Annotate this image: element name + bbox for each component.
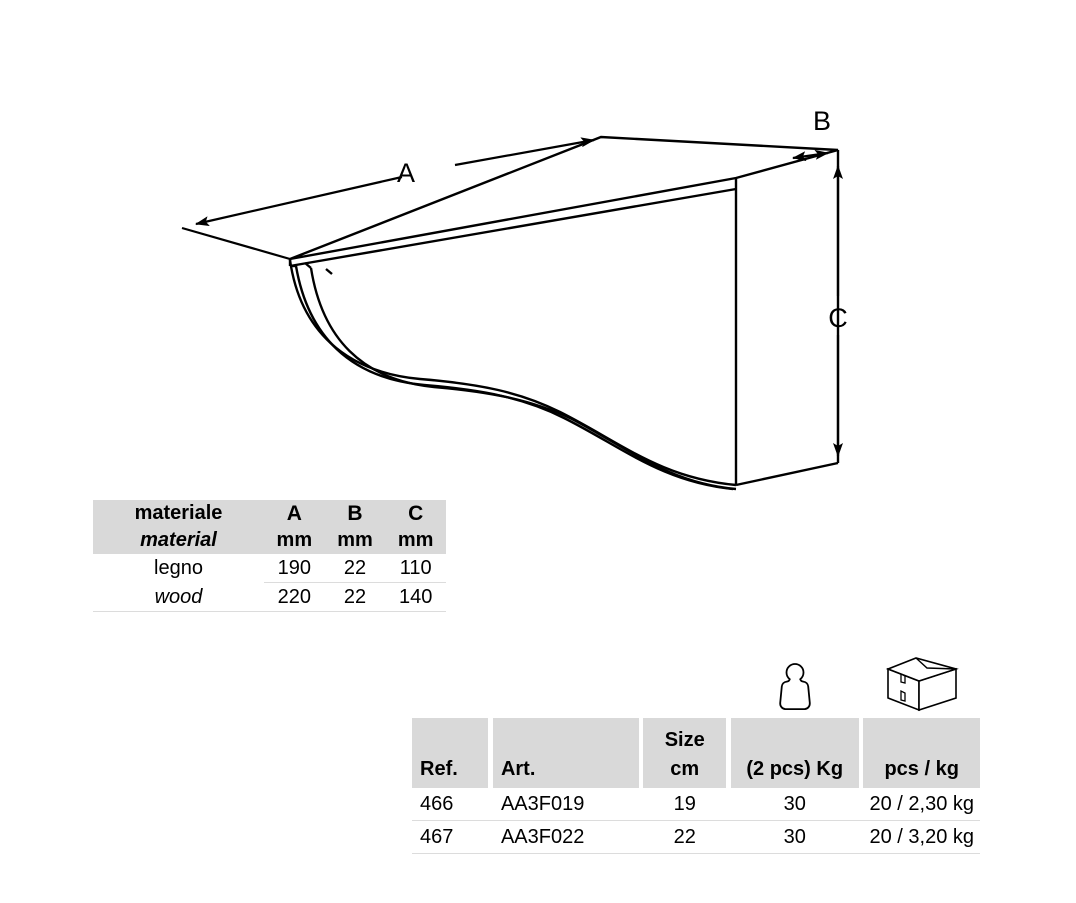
column-gap	[638, 820, 644, 854]
column-header-ref: Ref.	[412, 718, 489, 788]
shelf-front-face-bottom	[289, 187, 737, 268]
table-row: legno 190 22 110	[93, 554, 446, 583]
column-gap	[858, 655, 864, 718]
shelf-top-face	[289, 135, 839, 261]
technical-drawing: A B C	[181, 106, 848, 491]
column-header-ref-text: Ref.	[420, 758, 458, 780]
bracket-geometry	[288, 135, 840, 491]
material-header-cell: materiale material	[93, 500, 264, 554]
column-header-b: B	[324, 500, 386, 527]
profile-top-connector-3	[325, 268, 333, 275]
row-ref: 466	[420, 792, 454, 815]
dimension-b-line	[792, 149, 829, 162]
column-gap	[726, 820, 731, 854]
column-gap	[488, 820, 493, 854]
row-size: 22	[643, 820, 726, 854]
material-row-b: 22	[343, 557, 367, 579]
column-header-a-letter: A	[286, 502, 302, 525]
dimension-a-label: A	[397, 158, 415, 188]
column-unit-c: mm	[385, 527, 446, 554]
material-row-a: 220	[264, 582, 325, 612]
column-header-b-letter: B	[347, 502, 363, 525]
bracket-profile-outer	[288, 259, 737, 487]
column-gap	[726, 655, 731, 718]
bracket-profile-inner	[309, 267, 737, 491]
column-gap	[488, 655, 493, 718]
weight-icon	[779, 663, 811, 710]
dimension-a-extension	[181, 226, 291, 261]
column-gap	[858, 788, 864, 821]
material-row-name: legno	[154, 557, 203, 580]
backplate-bottom-edge	[735, 461, 839, 487]
column-header-packing: pcs / kg	[863, 718, 980, 788]
material-row-name: wood	[93, 582, 264, 612]
column-gap	[726, 788, 731, 821]
material-row-c: 110	[399, 557, 432, 579]
column-gap	[638, 718, 644, 788]
bracket-profile-middle	[294, 265, 734, 491]
column-header-c-letter: C	[408, 502, 424, 525]
reference-table-header-row: Ref. Art. Size cm (2 pcs) Kg pcs / kg	[412, 718, 980, 788]
column-gap	[488, 718, 493, 788]
icon-spacer-size	[643, 655, 726, 718]
table-row: wood 220 22 140	[93, 582, 446, 612]
row-art: AA3F019	[500, 792, 585, 815]
icon-spacer-art	[492, 655, 639, 718]
table-row: 467 AA3F022 22 30 20 / 3,20 kg	[412, 820, 980, 854]
column-unit-b: mm	[324, 527, 386, 554]
table-row: 466 AA3F019 19 30 20 / 2,30 kg	[412, 788, 980, 821]
reference-packing-table: Ref. Art. Size cm (2 pcs) Kg pcs / kg 46…	[412, 655, 980, 854]
column-header-c: C	[385, 500, 446, 527]
box-icon	[885, 657, 959, 712]
material-row-a: 190	[277, 557, 312, 579]
column-unit-b-text: mm	[337, 529, 373, 551]
profile-top-connector-2	[304, 262, 312, 269]
column-gap	[488, 788, 493, 821]
icon-spacer-ref	[412, 655, 489, 718]
column-header-size-unit: cm	[670, 758, 700, 780]
column-header-art: Art.	[492, 718, 639, 788]
row-size: 19	[673, 792, 696, 815]
column-gap	[858, 718, 864, 788]
column-header-weight: (2 pcs) Kg	[730, 718, 859, 788]
dimension-a-line-left	[195, 175, 403, 226]
column-unit-a: mm	[264, 527, 325, 554]
weight-icon-cell	[730, 655, 859, 718]
column-header-size-text: Size	[664, 729, 705, 751]
row-weight: 30	[730, 820, 859, 854]
dimension-a-line-right	[454, 137, 595, 167]
material-table-unit-row: mm mm mm	[93, 527, 446, 554]
box-icon-cell	[863, 655, 980, 718]
column-unit-a-text: mm	[276, 529, 313, 551]
column-gap	[638, 655, 644, 718]
column-gap	[726, 718, 731, 788]
column-header-weight-text: (2 pcs) Kg	[746, 758, 844, 780]
row-packing: 20 / 3,20 kg	[863, 820, 980, 854]
material-row-c: 140	[385, 582, 446, 612]
material-dimensions-table: materiale material A B C mm mm mm	[93, 500, 446, 612]
material-header-en: material	[140, 529, 217, 551]
row-weight: 30	[783, 792, 806, 815]
material-row-b: 22	[324, 582, 386, 612]
dimension-b	[792, 149, 829, 162]
column-unit-c-text: mm	[397, 529, 434, 551]
material-table-header-row: materiale material A B C	[93, 500, 446, 554]
dimension-a	[181, 137, 595, 261]
row-packing: 20 / 2,30 kg	[869, 792, 974, 815]
bracket-drawing-svg: A B C	[181, 106, 848, 491]
column-gap	[638, 788, 644, 821]
row-ref: 467	[412, 820, 489, 854]
dimension-b-label: B	[813, 106, 831, 136]
reference-table-icon-row	[412, 655, 980, 718]
material-header-it: materiale	[134, 502, 223, 524]
dimension-c-label: C	[828, 303, 848, 333]
column-header-packing-text: pcs / kg	[884, 758, 959, 780]
column-header-size: Size cm	[643, 718, 726, 788]
column-gap	[858, 820, 864, 854]
row-art: AA3F022	[492, 820, 639, 854]
column-header-a: A	[264, 500, 325, 527]
column-header-art-text: Art.	[500, 758, 536, 780]
